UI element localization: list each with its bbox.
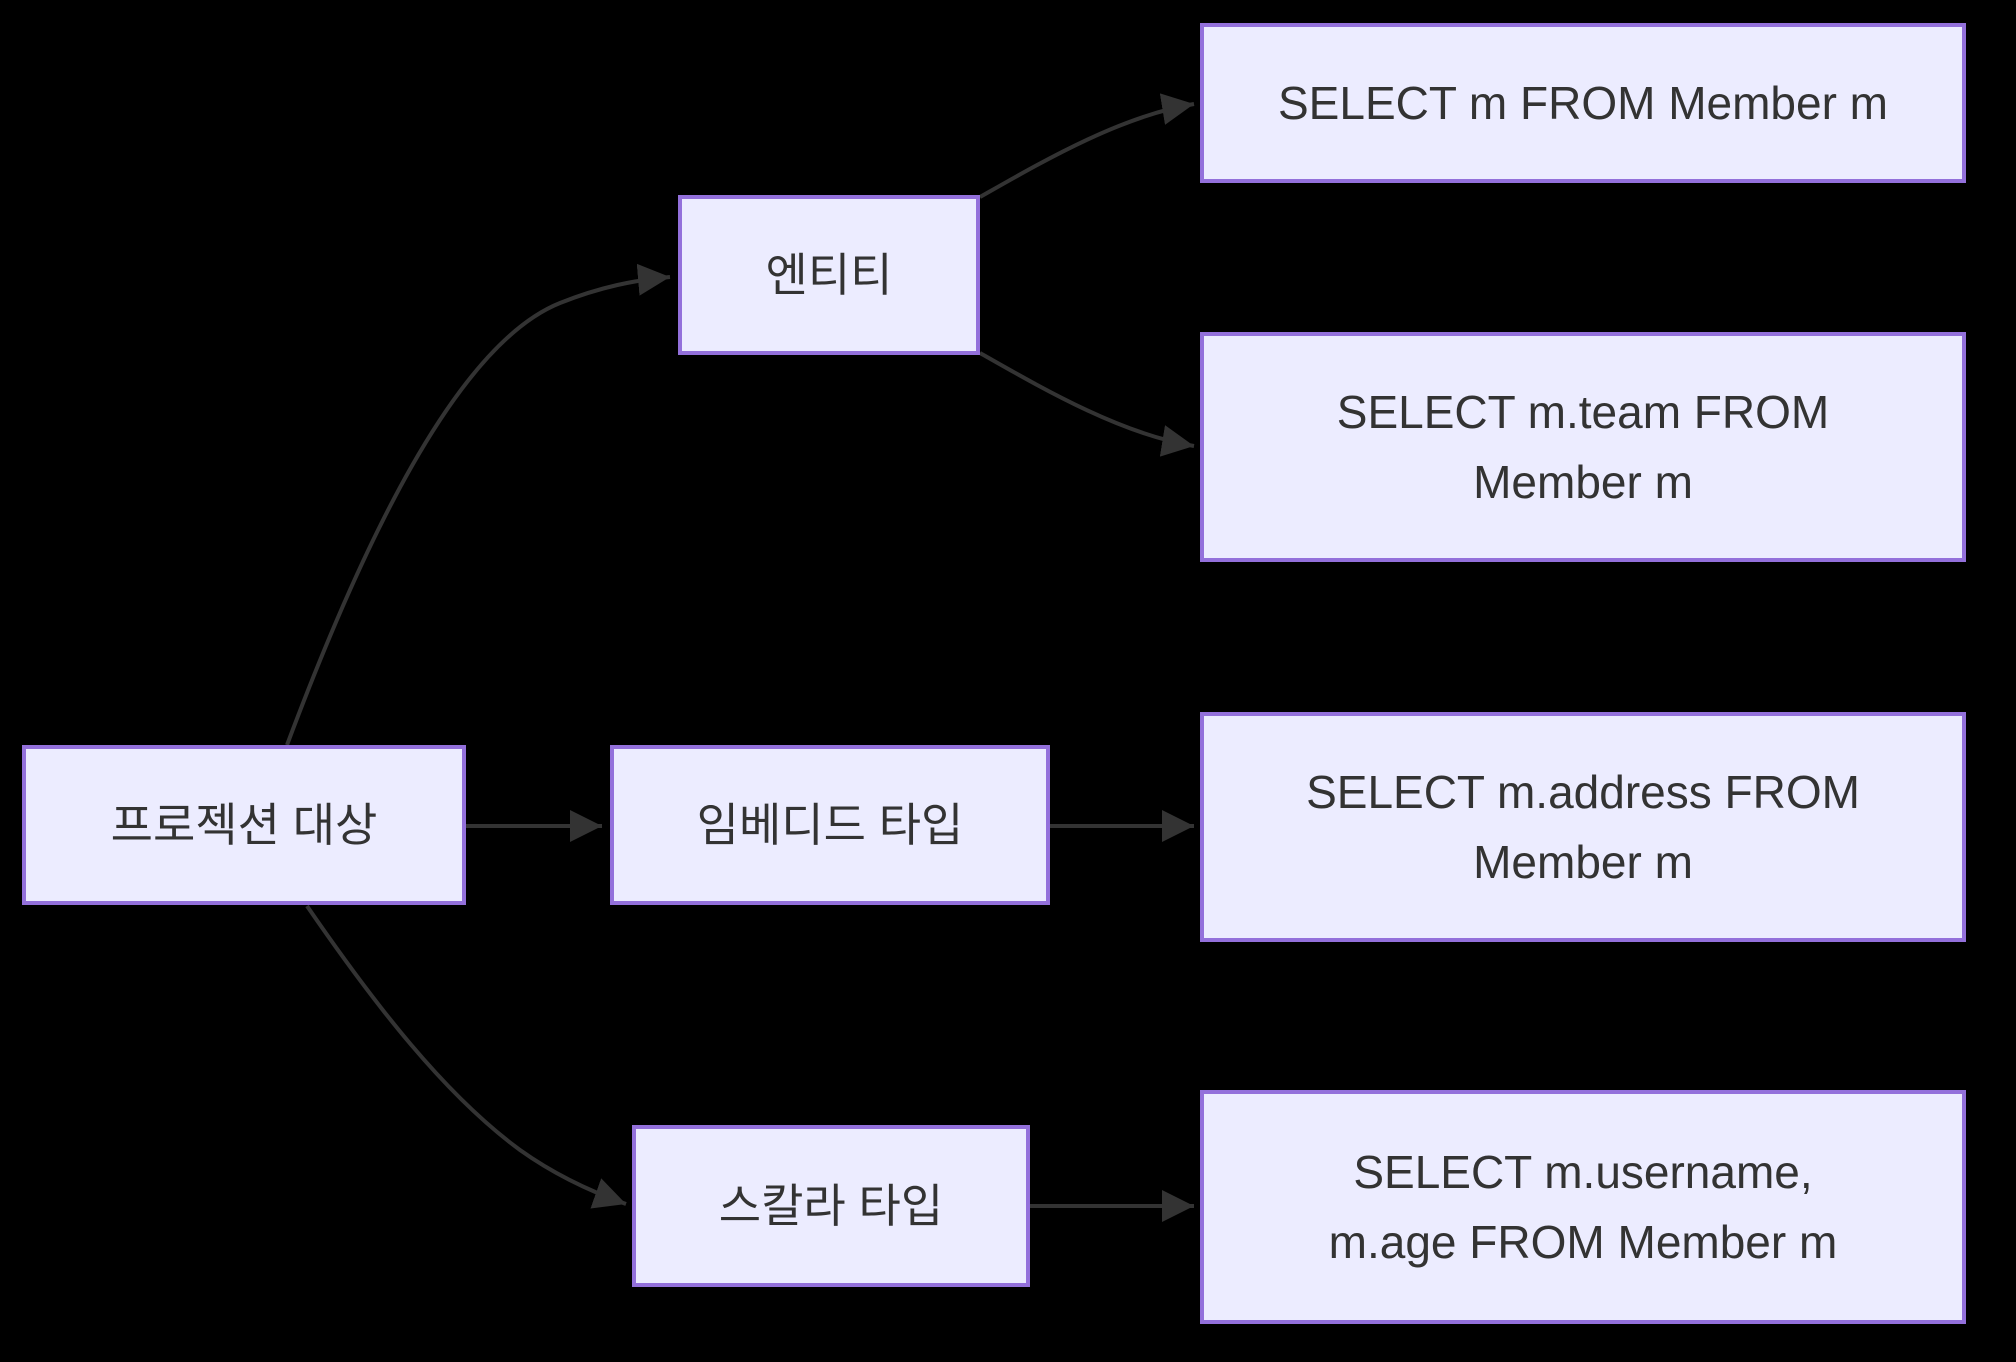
query-text-line: SELECT m.team FROM xyxy=(1336,386,1830,438)
edge-root-scalar xyxy=(305,904,627,1209)
node-entity-type: 엔티티 xyxy=(678,195,980,355)
node-query-select-scalar: SELECT m.username, m.age FROM Member m xyxy=(1200,1090,1966,1324)
node-query-select-entity: SELECT m FROM Member m xyxy=(1200,23,1966,183)
node-scalar-type: 스칼라 타입 xyxy=(632,1125,1030,1287)
node-label: 스칼라 타입 xyxy=(718,1180,944,1232)
query-text-line: SELECT m.address FROM xyxy=(1306,766,1860,818)
node-label: 엔티티 xyxy=(765,249,893,301)
query-text-line: SELECT m.username, xyxy=(1353,1146,1813,1198)
query-text-line: Member m xyxy=(1473,456,1693,508)
query-text-line: SELECT m FROM Member m xyxy=(1278,77,1888,129)
node-query-select-team: SELECT m.team FROM Member m xyxy=(1200,332,1966,562)
node-label: 프로젝션 대상 xyxy=(110,799,378,851)
node-label: 임베디드 타입 xyxy=(696,799,964,851)
node-embedded-type: 임베디드 타입 xyxy=(610,745,1050,905)
query-text-line: Member m xyxy=(1473,836,1693,888)
node-projection-target: 프로젝션 대상 xyxy=(22,745,466,905)
query-text-line: m.age FROM Member m xyxy=(1328,1216,1838,1268)
edge-root-entity xyxy=(285,263,671,746)
edge-entity-qentity xyxy=(979,93,1195,199)
node-query-select-address: SELECT m.address FROM Member m xyxy=(1200,712,1966,942)
edge-entity-qteam xyxy=(979,351,1195,457)
